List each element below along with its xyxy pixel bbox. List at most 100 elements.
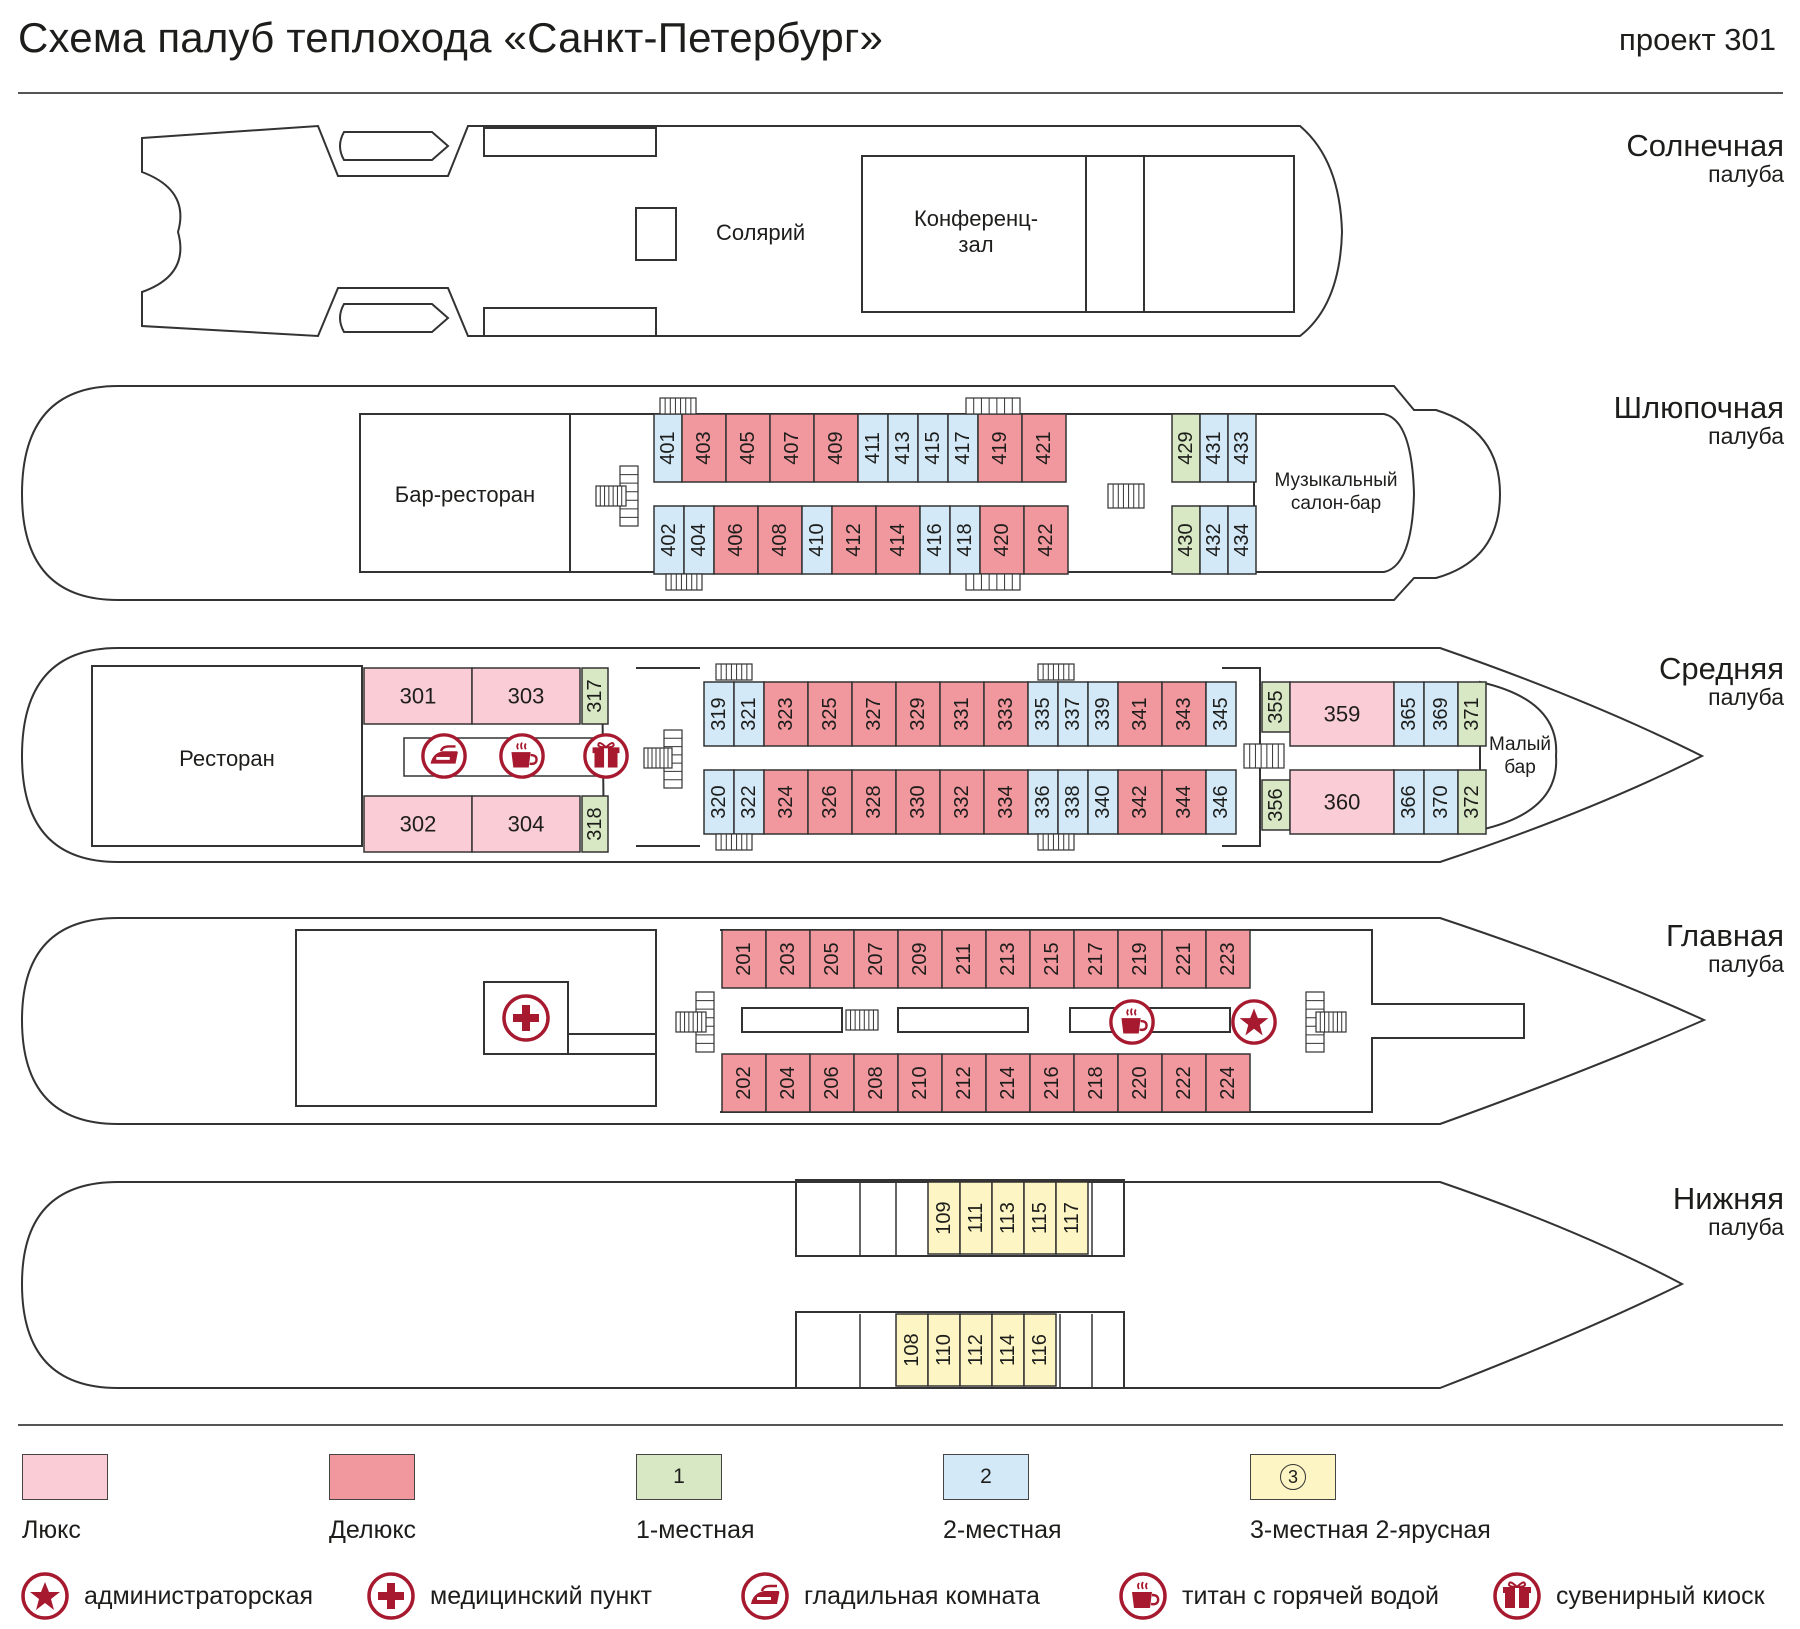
cabin-355[interactable]: 355 <box>1261 681 1291 733</box>
cabin-403[interactable]: 403 <box>681 413 727 483</box>
cabin-339[interactable]: 339 <box>1087 681 1119 747</box>
cabin-112[interactable]: 112 <box>959 1313 993 1387</box>
cabin-429[interactable]: 429 <box>1171 413 1201 483</box>
cabin-330[interactable]: 330 <box>895 769 941 835</box>
cabin-336[interactable]: 336 <box>1027 769 1059 835</box>
cabin-334[interactable]: 334 <box>983 769 1029 835</box>
cabin-371[interactable]: 371 <box>1457 681 1487 747</box>
cabin-215[interactable]: 215 <box>1029 929 1075 989</box>
cabin-210[interactable]: 210 <box>897 1053 943 1113</box>
cabin-338[interactable]: 338 <box>1057 769 1089 835</box>
cabin-319[interactable]: 319 <box>703 681 735 747</box>
cabin-404[interactable]: 404 <box>683 505 715 575</box>
cabin-214[interactable]: 214 <box>985 1053 1031 1113</box>
cabin-417[interactable]: 417 <box>947 413 979 483</box>
cabin-223[interactable]: 223 <box>1205 929 1251 989</box>
cabin-304[interactable]: 304 <box>471 795 581 853</box>
cabin-205[interactable]: 205 <box>809 929 855 989</box>
cabin-372[interactable]: 372 <box>1457 769 1487 835</box>
cabin-366[interactable]: 366 <box>1393 769 1425 835</box>
cabin-405[interactable]: 405 <box>725 413 771 483</box>
cabin-202[interactable]: 202 <box>721 1053 767 1113</box>
cabin-434[interactable]: 434 <box>1227 505 1257 575</box>
cabin-324[interactable]: 324 <box>763 769 809 835</box>
cabin-213[interactable]: 213 <box>985 929 1031 989</box>
cabin-359[interactable]: 359 <box>1289 681 1395 747</box>
cabin-109[interactable]: 109 <box>927 1181 961 1255</box>
cabin-329[interactable]: 329 <box>895 681 941 747</box>
cabin-432[interactable]: 432 <box>1199 505 1229 575</box>
cabin-344[interactable]: 344 <box>1161 769 1207 835</box>
cabin-320[interactable]: 320 <box>703 769 735 835</box>
cabin-117[interactable]: 117 <box>1055 1181 1089 1255</box>
cabin-208[interactable]: 208 <box>853 1053 899 1113</box>
cabin-115[interactable]: 115 <box>1023 1181 1057 1255</box>
cabin-410[interactable]: 410 <box>801 505 833 575</box>
cabin-345[interactable]: 345 <box>1205 681 1237 747</box>
cabin-356[interactable]: 356 <box>1261 779 1291 831</box>
cabin-217[interactable]: 217 <box>1073 929 1119 989</box>
cabin-318[interactable]: 318 <box>581 795 609 853</box>
cabin-414[interactable]: 414 <box>875 505 921 575</box>
cabin-415[interactable]: 415 <box>917 413 949 483</box>
cabin-335[interactable]: 335 <box>1027 681 1059 747</box>
cabin-111[interactable]: 111 <box>959 1181 993 1255</box>
cabin-328[interactable]: 328 <box>851 769 897 835</box>
cabin-370[interactable]: 370 <box>1423 769 1459 835</box>
cabin-343[interactable]: 343 <box>1161 681 1207 747</box>
cabin-301[interactable]: 301 <box>363 667 473 725</box>
cabin-201[interactable]: 201 <box>721 929 767 989</box>
cabin-342[interactable]: 342 <box>1117 769 1163 835</box>
cabin-332[interactable]: 332 <box>939 769 985 835</box>
cabin-114[interactable]: 114 <box>991 1313 1025 1387</box>
cabin-411[interactable]: 411 <box>857 413 889 483</box>
cabin-204[interactable]: 204 <box>765 1053 811 1113</box>
cabin-323[interactable]: 323 <box>763 681 809 747</box>
cabin-110[interactable]: 110 <box>927 1313 961 1387</box>
cabin-340[interactable]: 340 <box>1087 769 1119 835</box>
cabin-430[interactable]: 430 <box>1171 505 1201 575</box>
cabin-341[interactable]: 341 <box>1117 681 1163 747</box>
cabin-302[interactable]: 302 <box>363 795 473 853</box>
cabin-211[interactable]: 211 <box>941 929 987 989</box>
cabin-207[interactable]: 207 <box>853 929 899 989</box>
cabin-333[interactable]: 333 <box>983 681 1029 747</box>
cabin-224[interactable]: 224 <box>1205 1053 1251 1113</box>
cabin-317[interactable]: 317 <box>581 667 609 725</box>
cabin-220[interactable]: 220 <box>1117 1053 1163 1113</box>
cabin-421[interactable]: 421 <box>1021 413 1067 483</box>
cabin-412[interactable]: 412 <box>831 505 877 575</box>
cabin-407[interactable]: 407 <box>769 413 815 483</box>
cabin-209[interactable]: 209 <box>897 929 943 989</box>
cabin-206[interactable]: 206 <box>809 1053 855 1113</box>
cabin-331[interactable]: 331 <box>939 681 985 747</box>
cabin-327[interactable]: 327 <box>851 681 897 747</box>
cabin-402[interactable]: 402 <box>653 505 685 575</box>
cabin-406[interactable]: 406 <box>713 505 759 575</box>
cabin-419[interactable]: 419 <box>977 413 1023 483</box>
cabin-326[interactable]: 326 <box>807 769 853 835</box>
cabin-408[interactable]: 408 <box>757 505 803 575</box>
cabin-413[interactable]: 413 <box>887 413 919 483</box>
cabin-322[interactable]: 322 <box>733 769 765 835</box>
cabin-418[interactable]: 418 <box>949 505 981 575</box>
cabin-431[interactable]: 431 <box>1199 413 1229 483</box>
cabin-321[interactable]: 321 <box>733 681 765 747</box>
cabin-420[interactable]: 420 <box>979 505 1025 575</box>
cabin-203[interactable]: 203 <box>765 929 811 989</box>
cabin-221[interactable]: 221 <box>1161 929 1207 989</box>
cabin-409[interactable]: 409 <box>813 413 859 483</box>
cabin-212[interactable]: 212 <box>941 1053 987 1113</box>
cabin-222[interactable]: 222 <box>1161 1053 1207 1113</box>
cabin-365[interactable]: 365 <box>1393 681 1425 747</box>
cabin-116[interactable]: 116 <box>1023 1313 1057 1387</box>
cabin-346[interactable]: 346 <box>1205 769 1237 835</box>
cabin-369[interactable]: 369 <box>1423 681 1459 747</box>
cabin-360[interactable]: 360 <box>1289 769 1395 835</box>
cabin-422[interactable]: 422 <box>1023 505 1069 575</box>
cabin-108[interactable]: 108 <box>895 1313 929 1387</box>
cabin-303[interactable]: 303 <box>471 667 581 725</box>
cabin-433[interactable]: 433 <box>1227 413 1257 483</box>
cabin-218[interactable]: 218 <box>1073 1053 1119 1113</box>
cabin-219[interactable]: 219 <box>1117 929 1163 989</box>
